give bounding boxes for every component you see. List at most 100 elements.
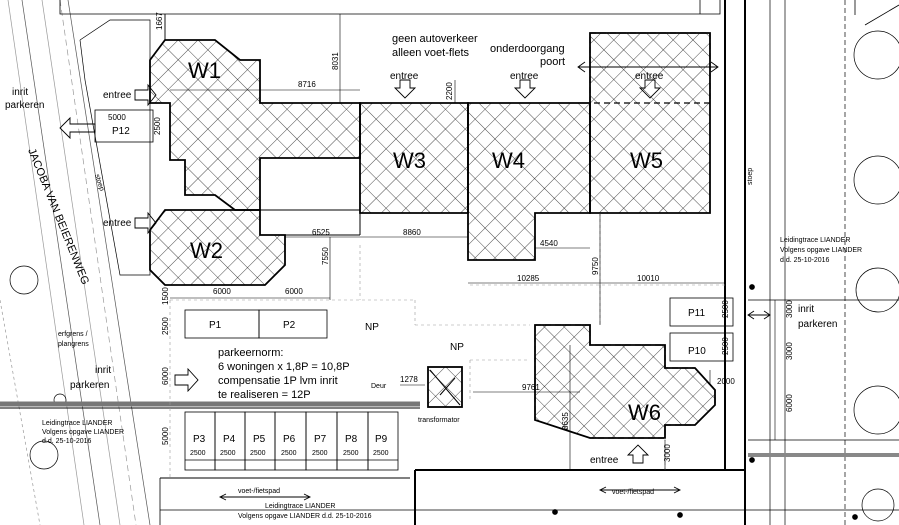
svg-text:P7: P7 [314,434,327,445]
svg-text:6000: 6000 [785,394,794,412]
svg-text:inrit: inrit [95,365,111,376]
right-context [552,0,899,525]
building-w1 [149,39,361,211]
svg-text:erfgrens /: erfgrens / [58,331,88,338]
svg-text:1500: 1500 [161,287,170,305]
svg-text:compensatie 1P lvm inrit: compensatie 1P lvm inrit [218,375,338,387]
svg-text:2500: 2500 [190,450,206,457]
svg-text:parkeren: parkeren [5,100,44,111]
svg-text:Volgens opgave LIANDER d.d. 25: Volgens opgave LIANDER d.d. 25-10-2016 [238,513,372,520]
building-w4 [467,102,591,261]
svg-text:P4: P4 [223,434,236,445]
svg-text:9750: 9750 [591,257,600,275]
svg-text:te realiseren = 12P: te realiseren = 12P [218,389,311,401]
svg-text:entree: entree [103,218,132,229]
svg-text:d.d. 25-10-2016: d.d. 25-10-2016 [780,257,830,264]
svg-text:entree: entree [103,90,132,101]
svg-text:inrit: inrit [798,304,814,315]
svg-text:P9: P9 [375,434,388,445]
svg-text:P3: P3 [193,434,206,445]
svg-text:6000: 6000 [161,367,170,385]
svg-text:parkeernorm:: parkeernorm: [218,347,283,359]
svg-text:6525: 6525 [312,228,330,237]
svg-text:NP: NP [450,342,464,353]
svg-text:inrit: inrit [12,87,28,98]
parking-spots [94,109,734,471]
svg-text:entree: entree [590,455,619,466]
dimension-texts: 1667 8031 8716 2200 5000 2500 6525 8860 … [108,12,794,462]
svg-text:P2: P2 [283,320,296,331]
svg-text:d.d. 25-10-2016: d.d. 25-10-2016 [42,438,92,445]
svg-text:voet-/fietspad: voet-/fietspad [612,489,654,496]
svg-text:6000: 6000 [213,287,231,296]
svg-text:geen autoverkeer: geen autoverkeer [392,33,478,45]
svg-text:Volgens opgave LIANDER: Volgens opgave LIANDER [780,247,862,254]
svg-text:poort: poort [540,56,565,68]
svg-text:2500: 2500 [312,450,328,457]
svg-text:3000: 3000 [785,342,794,360]
label-w5: W5 [630,148,663,173]
svg-text:voet-/fietspad: voet-/fietspad [238,488,280,495]
svg-text:2500: 2500 [721,337,730,355]
svg-text:P12: P12 [112,126,130,137]
svg-text:P5: P5 [253,434,266,445]
svg-text:7550: 7550 [321,247,330,265]
svg-text:1278: 1278 [400,375,418,384]
svg-text:NP: NP [365,322,379,333]
svg-text:4540: 4540 [540,239,558,248]
svg-text:P10: P10 [688,346,706,357]
svg-text:2500: 2500 [161,317,170,335]
building-w2 [149,209,286,286]
building-w5 [589,32,711,214]
svg-text:Leidingtrace LIANDER: Leidingtrace LIANDER [265,503,335,510]
street-area [0,0,151,525]
svg-text:stoep: stoep [747,168,754,185]
parking-labels: P1 P2 P3 P4 P5 P6 P7 P8 P9 2500 2500 250… [112,126,706,457]
svg-text:2000: 2000 [717,377,735,386]
svg-text:P6: P6 [283,434,296,445]
svg-text:stoep: stoep [93,173,105,192]
svg-text:2500: 2500 [373,450,389,457]
label-w6: W6 [628,400,661,425]
svg-text:8635: 8635 [561,412,570,430]
svg-text:alleen voet-flets: alleen voet-flets [392,47,470,59]
svg-text:Deur: Deur [371,383,387,390]
svg-text:8716: 8716 [298,80,316,89]
parkeernorm-block: parkeernorm: 6 woningen x 1,8P = 10,8P c… [218,347,350,401]
svg-text:6 woningen x 1,8P = 10,8P: 6 woningen x 1,8P = 10,8P [218,361,350,373]
svg-text:P1: P1 [209,320,222,331]
svg-text:2500: 2500 [281,450,297,457]
svg-text:3000: 3000 [785,300,794,318]
svg-text:transformator: transformator [418,417,460,424]
label-w4: W4 [492,148,525,173]
svg-text:6000: 6000 [285,287,303,296]
svg-text:Leidingtrace LIANDER: Leidingtrace LIANDER [780,237,850,244]
svg-text:3000: 3000 [663,444,672,462]
label-w3: W3 [393,148,426,173]
svg-text:2500: 2500 [250,450,266,457]
svg-text:JACOBA VAN BEIERENWEG: JACOBA VAN BEIERENWEG [25,147,91,287]
svg-text:Leidingtrace LIANDER: Leidingtrace LIANDER [42,420,112,427]
svg-text:10010: 10010 [637,274,660,283]
svg-text:parkeren: parkeren [70,380,109,391]
svg-text:entree: entree [510,71,539,82]
svg-text:5000: 5000 [161,427,170,445]
svg-text:entree: entree [635,71,664,82]
svg-text:10285: 10285 [517,274,540,283]
svg-text:2500: 2500 [153,117,162,135]
svg-text:5000: 5000 [108,113,126,122]
label-w2: W2 [190,238,223,263]
svg-text:2500: 2500 [220,450,236,457]
svg-text:2500: 2500 [343,450,359,457]
svg-text:Volgens opgave LIANDER: Volgens opgave LIANDER [42,429,124,436]
svg-text:onderdoorgang: onderdoorgang [490,43,565,55]
svg-text:8860: 8860 [403,228,421,237]
svg-text:9761: 9761 [522,383,540,392]
svg-text:plangrens: plangrens [58,341,89,348]
svg-text:2200: 2200 [445,82,454,100]
building-labels: W1 W2 W3 W4 W5 W6 [188,58,663,425]
arrows [59,61,771,501]
top-context [59,0,899,40]
